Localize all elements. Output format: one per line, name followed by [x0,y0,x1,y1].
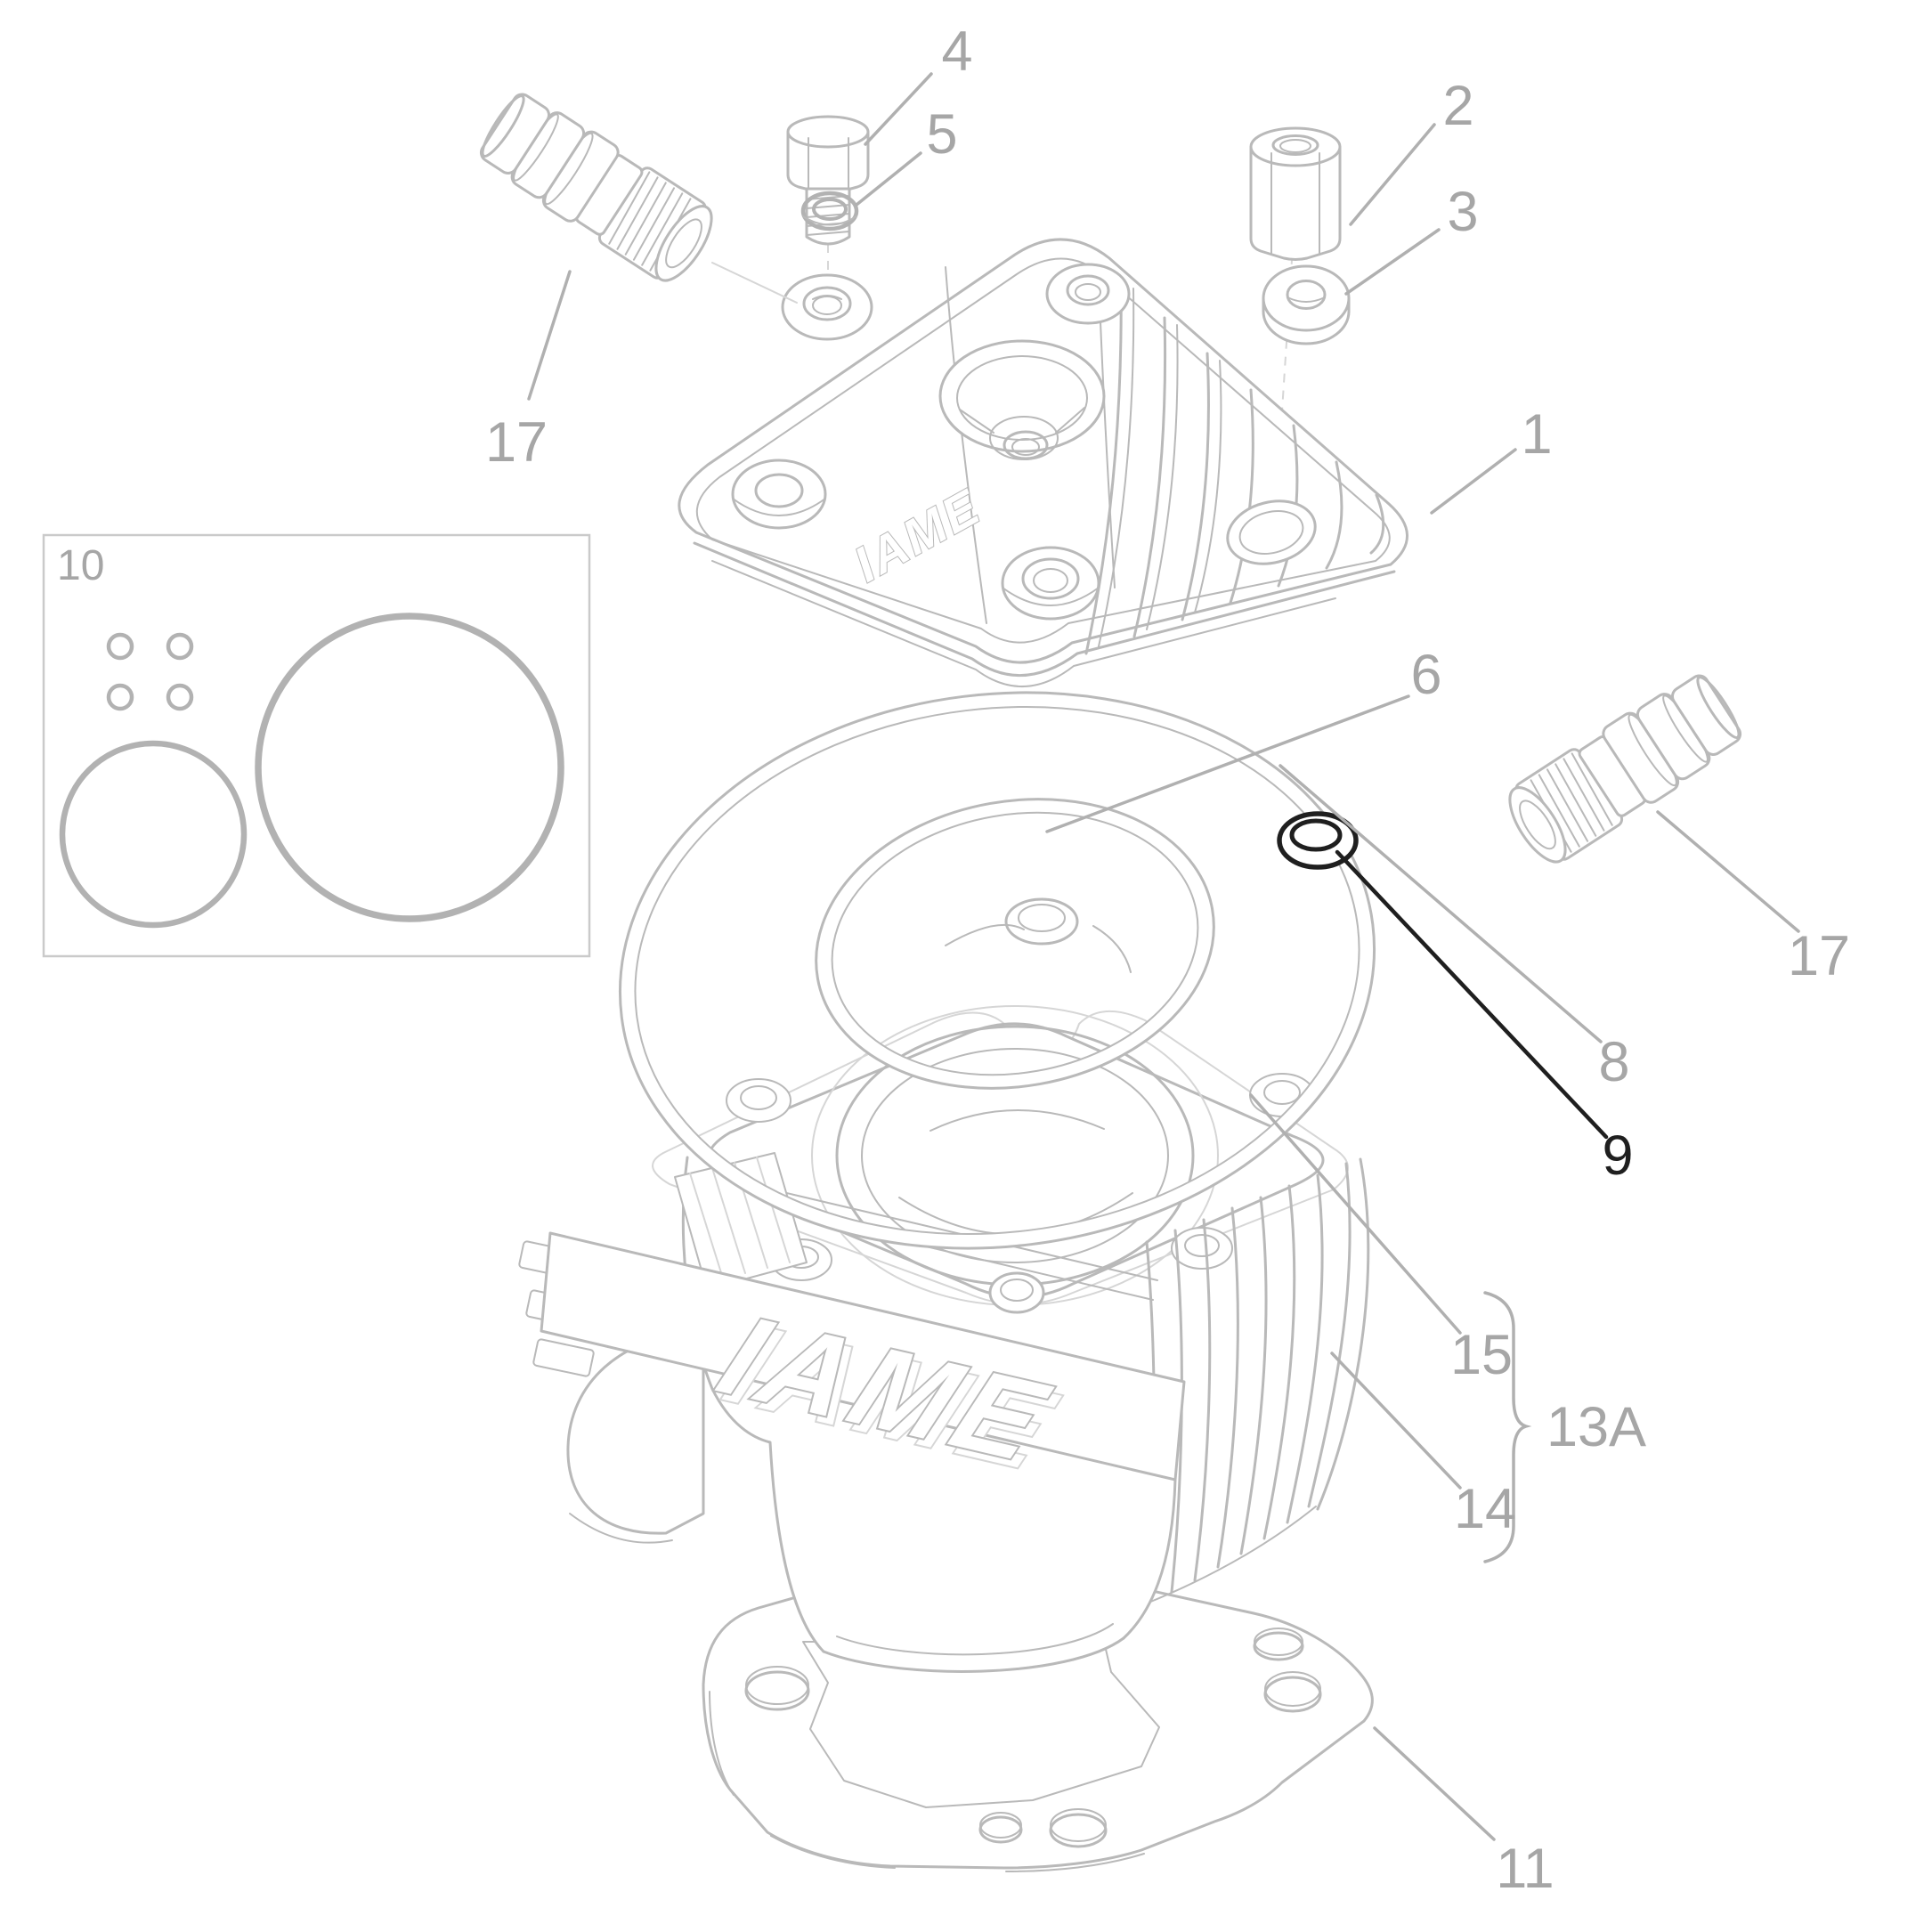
small-oring-2 [166,632,194,661]
leader-lines [527,72,1800,1841]
cylinder-logo-plate [540,1231,1186,1481]
callout-4: 4 [941,20,972,83]
flange-cutout [802,1641,1160,1808]
callout-8: 8 [1598,1031,1629,1093]
small-oring-1 [106,632,134,661]
callout-6: 6 [1410,644,1441,706]
flange-holes [744,1628,1322,1848]
dome-center-hole [945,897,1132,973]
leader-17-right [1656,810,1800,933]
brace-13A [1483,1291,1532,1563]
callout-17-left: 17 [485,411,548,474]
nut-part-2 [1249,126,1342,261]
leader-5 [855,151,922,207]
cover-bolt-boss [781,273,873,341]
washer-part-5 [800,191,859,231]
leader-17-left [527,270,572,401]
leader-3 [1344,228,1441,296]
outer-oring-part-8 [618,691,1376,1250]
medium-oring [59,740,248,929]
callout-2: 2 [1442,75,1473,137]
fitting-install-line [711,262,798,304]
leader-14 [1330,1352,1462,1490]
callout-1: 1 [1521,403,1552,466]
leader-15 [1249,1093,1462,1335]
leader-9 [1335,849,1609,1140]
hose-fitting-right-part-17 [1497,664,1751,873]
callout-13A: 13A [1546,1396,1646,1458]
leader-1 [1430,448,1517,515]
small-oring-4 [166,683,194,711]
callout-5: 5 [926,103,957,166]
cover-boss-top-right [1045,263,1131,325]
callouts: 4 5 2 3 1 17 6 17 8 9 15 13A 14 11 [485,20,1850,1900]
callout-9: 9 [1602,1124,1633,1187]
callout-11: 11 [1496,1838,1554,1900]
cover-stud-slot [1226,499,1317,565]
large-oring [255,613,564,922]
cover-boss-bottom [1001,546,1100,621]
callout-3: 3 [1447,181,1478,243]
small-oring-3 [106,683,134,711]
oring-kit-box: 10 [42,533,591,958]
filler-funnel [938,339,1106,460]
cylinder-skirt [770,1389,1175,1672]
cover-boss-left [731,459,827,530]
leader-6 [1045,694,1410,833]
callout-17-right: 17 [1788,925,1850,987]
kit-box-label: 10 [57,542,104,589]
hose-fitting-left-part-17 [470,83,725,292]
callout-14: 14 [1454,1478,1516,1540]
washer-part-3 [1262,264,1351,345]
leader-2 [1349,123,1436,226]
inner-oring-part-6 [815,798,1215,1090]
leader-11 [1373,1726,1496,1841]
leader-8 [1279,764,1603,1043]
callout-15: 15 [1450,1324,1513,1386]
leader-4 [864,72,933,146]
cylinder-part-14: IAME IAME [518,1005,1370,1673]
